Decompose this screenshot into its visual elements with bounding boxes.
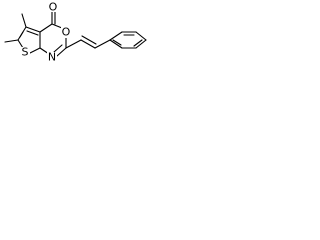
structure-diagram: O O N S — [4, 1, 147, 64]
bond-c4a-c5-inner — [26, 30, 39, 36]
bond-ph-1 — [109, 31, 123, 41]
bond-c6-s — [17, 39, 24, 49]
bond-n-c2-a — [56, 47, 67, 57]
bond-s-c7a — [29, 47, 41, 54]
bond-ph-6 — [109, 39, 123, 49]
atom-labels: O O N S — [20, 1, 71, 64]
molecule-canvas: O O N S — [0, 0, 168, 80]
bond-o-c4 — [51, 23, 63, 29]
bond-c4-c4a — [39, 23, 53, 33]
bond-ph-inner-3 — [112, 39, 122, 46]
sulfur-label: S — [22, 46, 29, 59]
bond-c5-c6-inner — [19, 31, 24, 38]
ring-oxygen-label: O — [62, 26, 71, 39]
bond-c2-vinyl — [65, 39, 82, 49]
bond-vinyl-double-a — [80, 39, 96, 49]
bond-n-c2-b — [53, 44, 63, 53]
nitrogen-label: N — [48, 51, 56, 64]
bonds — [4, 11, 147, 57]
carbonyl-oxygen-label: O — [49, 1, 58, 14]
bond-c5-methyl — [21, 13, 27, 28]
bond-ph-3 — [135, 31, 147, 41]
bond-vinyl-phenyl — [94, 39, 111, 49]
bond-ph-4 — [135, 39, 147, 49]
bond-vinyl-double-b — [81, 35, 97, 45]
bond-ph-inner-2 — [133, 39, 143, 47]
bond-c4a-c5 — [25, 26, 41, 33]
bond-c6-methyl — [4, 39, 19, 43]
